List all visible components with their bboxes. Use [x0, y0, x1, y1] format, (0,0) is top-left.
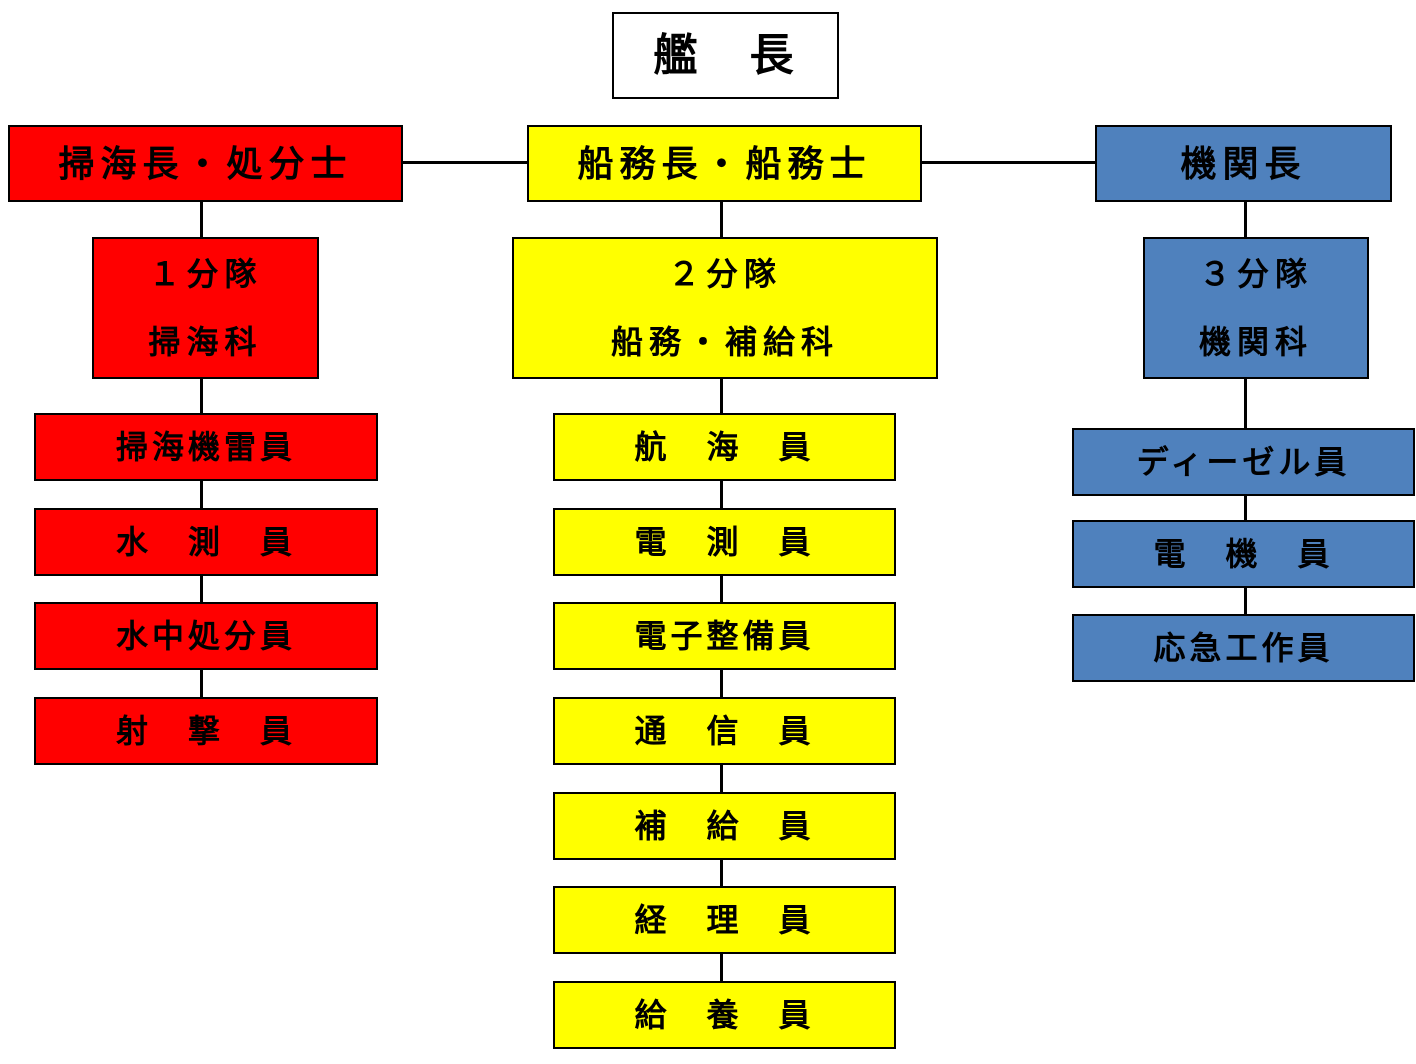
right-role-1-label: ディーゼル員	[1136, 443, 1351, 481]
right-role-2-label: 電 機 員	[1153, 535, 1334, 573]
center-role-5-label: 補 給 員	[634, 807, 815, 845]
connector-center-vertical	[720, 200, 723, 985]
center-role-7: 給 養 員	[553, 981, 896, 1049]
right-unit-box: ３分隊 機関科	[1143, 237, 1369, 379]
center-role-2-label: 電 測 員	[634, 523, 815, 561]
captain-label: 艦 長	[653, 29, 798, 81]
center-role-4: 通 信 員	[553, 697, 896, 765]
center-unit-box: ２分隊 船務・補給科	[512, 237, 938, 379]
center-role-1-label: 航 海 員	[634, 428, 815, 466]
left-head-label: 掃海長・処分士	[58, 142, 353, 185]
center-head-box: 船務長・船務士	[527, 125, 922, 202]
left-role-4: 射 撃 員	[34, 697, 378, 765]
right-unit-department: 機関科	[1198, 323, 1313, 361]
connector-head-left-center	[402, 161, 528, 164]
connector-head-center-right	[920, 161, 1096, 164]
center-role-3-label: 電子整備員	[634, 617, 815, 655]
left-role-1-label: 掃海機雷員	[115, 428, 296, 466]
center-role-4-label: 通 信 員	[634, 712, 815, 750]
captain-box: 艦 長	[612, 12, 839, 99]
left-role-3-label: 水中処分員	[115, 617, 296, 655]
center-unit-number: ２分隊	[667, 255, 782, 293]
center-role-7-label: 給 養 員	[634, 996, 815, 1034]
left-unit-number: １分隊	[148, 255, 263, 293]
center-role-5: 補 給 員	[553, 792, 896, 860]
right-head-box: 機関長	[1095, 125, 1392, 202]
left-unit-box: １分隊 掃海科	[92, 237, 319, 379]
center-role-1: 航 海 員	[553, 413, 896, 481]
left-unit-department: 掃海科	[148, 323, 263, 361]
right-role-1: ディーゼル員	[1072, 428, 1415, 496]
left-role-3: 水中処分員	[34, 602, 378, 670]
left-role-2: 水 測 員	[34, 508, 378, 576]
right-role-2: 電 機 員	[1072, 520, 1415, 588]
right-role-3: 応急工作員	[1072, 614, 1415, 682]
left-role-2-label: 水 測 員	[115, 523, 296, 561]
left-head-box: 掃海長・処分士	[8, 125, 403, 202]
left-role-1: 掃海機雷員	[34, 413, 378, 481]
connector-right-vertical	[1244, 200, 1247, 617]
right-unit-number: ３分隊	[1198, 255, 1313, 293]
center-head-label: 船務長・船務士	[577, 142, 872, 185]
center-unit-department: 船務・補給科	[610, 323, 839, 361]
center-role-3: 電子整備員	[553, 602, 896, 670]
right-role-3-label: 応急工作員	[1153, 629, 1334, 667]
center-role-6: 経 理 員	[553, 886, 896, 954]
center-role-6-label: 経 理 員	[634, 901, 815, 939]
center-role-2: 電 測 員	[553, 508, 896, 576]
left-role-4-label: 射 撃 員	[115, 712, 296, 750]
right-head-label: 機関長	[1180, 142, 1307, 185]
